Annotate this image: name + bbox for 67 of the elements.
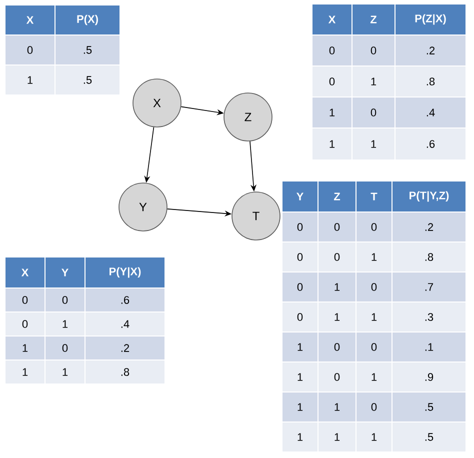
table-cell: 1 bbox=[318, 302, 356, 332]
table-cell: 1 bbox=[282, 332, 318, 362]
table-cell: .6 bbox=[84, 288, 166, 312]
table-cell: 1 bbox=[356, 302, 392, 332]
table-cell: .6 bbox=[394, 128, 466, 160]
table-cell: 1 bbox=[282, 422, 318, 452]
circle-node: T bbox=[232, 192, 280, 240]
circle-node: Z bbox=[224, 92, 272, 142]
header-cell: P(X) bbox=[54, 4, 120, 36]
table-cell: 0 bbox=[312, 66, 352, 98]
table-cell: 1 bbox=[356, 362, 392, 392]
table-cell: .4 bbox=[84, 312, 166, 336]
table-cell: 0 bbox=[282, 302, 318, 332]
table-cell: 0 bbox=[4, 34, 56, 66]
table-cell: 1 bbox=[352, 128, 396, 160]
header-cell: P(Y|X) bbox=[84, 256, 166, 288]
circle-node: Y bbox=[118, 182, 168, 232]
header-cell: X bbox=[312, 4, 352, 36]
table-cell: 1 bbox=[352, 66, 396, 98]
table-cell: 0 bbox=[282, 272, 318, 302]
table-cell: 1 bbox=[312, 128, 352, 160]
table-cell: 1 bbox=[356, 242, 392, 272]
table-cell: .5 bbox=[54, 34, 120, 66]
header-cell: Z bbox=[352, 4, 396, 36]
table-cell: 1 bbox=[4, 336, 46, 360]
table-cell: 1 bbox=[318, 272, 356, 302]
table-cell: 0 bbox=[44, 336, 86, 360]
table-cell: 1 bbox=[4, 360, 46, 384]
table-cell: 0 bbox=[318, 212, 356, 242]
table-cell: 0 bbox=[352, 96, 396, 128]
header-cell: T bbox=[356, 180, 392, 212]
table-cell: .8 bbox=[394, 66, 466, 98]
table-cell: 1 bbox=[44, 312, 86, 336]
table-cell: 0 bbox=[282, 212, 318, 242]
table-cell: .8 bbox=[84, 360, 166, 384]
table-cell: 0 bbox=[356, 392, 392, 422]
table-cell: 1 bbox=[312, 96, 352, 128]
table-cell: 0 bbox=[44, 288, 86, 312]
table-cell: 0 bbox=[4, 312, 46, 336]
header-cell: X bbox=[4, 256, 46, 288]
table-cell: 1 bbox=[318, 422, 356, 452]
table-cell: 1 bbox=[44, 360, 86, 384]
table-cell: 0 bbox=[356, 332, 392, 362]
header-cell: Z bbox=[318, 180, 356, 212]
table-cell: 0 bbox=[4, 288, 46, 312]
header-cell: Y bbox=[44, 256, 86, 288]
table-cell: 0 bbox=[282, 242, 318, 272]
table-cell: 0 bbox=[318, 242, 356, 272]
table-cell: 1 bbox=[282, 362, 318, 392]
circle-node: X bbox=[132, 78, 182, 128]
table-cell: 0 bbox=[318, 332, 356, 362]
table-cell: .5 bbox=[54, 64, 120, 96]
header-cell: Y bbox=[282, 180, 318, 212]
table-cell: 0 bbox=[356, 212, 392, 242]
table-cell: 0 bbox=[352, 34, 396, 66]
table-cell: 0 bbox=[356, 272, 392, 302]
table-cell: .2 bbox=[84, 336, 166, 360]
table-cell: .4 bbox=[394, 96, 466, 128]
table-cell: 1 bbox=[282, 392, 318, 422]
header-cell: X bbox=[4, 4, 56, 36]
header-cell: P(Z|X) bbox=[394, 4, 466, 36]
table-cell: 1 bbox=[356, 422, 392, 452]
table-cell: 0 bbox=[312, 34, 352, 66]
table-cell: 1 bbox=[318, 392, 356, 422]
table-cell: 1 bbox=[4, 64, 56, 96]
table-cell: 0 bbox=[318, 362, 356, 392]
table-cell: .2 bbox=[394, 34, 466, 66]
